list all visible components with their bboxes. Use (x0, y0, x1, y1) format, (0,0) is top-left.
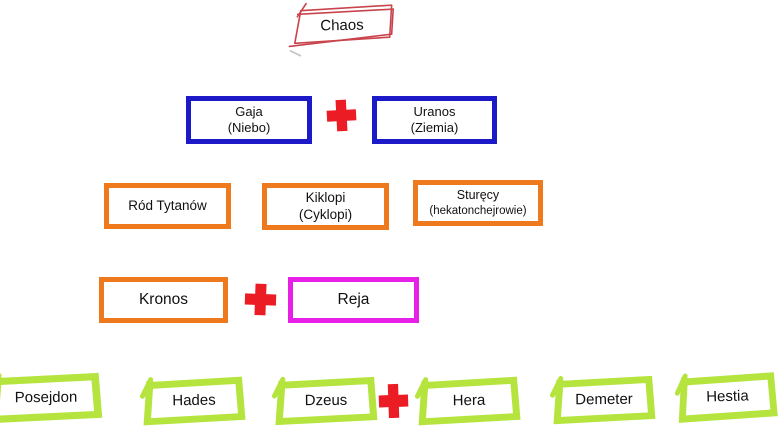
node-label: Chaos (320, 16, 364, 35)
node-hestia: Hestia (674, 372, 778, 424)
node-label: Uranos (413, 104, 456, 120)
marker-green-frame-icon (271, 376, 378, 426)
node-label: Kronos (138, 290, 189, 308)
node-label: Dzeus (304, 391, 348, 410)
union-cross-icon (325, 97, 358, 134)
node-label: Ród Tytanów (128, 197, 207, 213)
node-uranos: Uranos (Ziemia) (372, 96, 497, 144)
node-hera: Hera (414, 376, 523, 426)
marker-green-frame-icon (549, 375, 656, 425)
node-sublabel: (hekatonchejrowie) (429, 204, 527, 217)
node-label: Posejdon (14, 388, 78, 407)
node-label: Kiklopi (305, 190, 346, 206)
node-label: Reja (337, 290, 370, 308)
node-reja: Reja (288, 277, 419, 323)
node-kiklopi: Kiklopi (Cyklopi) (262, 183, 389, 230)
node-label: Hera (452, 391, 486, 410)
node-label: Sturęcy (456, 188, 500, 203)
marker-green-frame-icon (674, 372, 778, 423)
node-label: Demeter (575, 390, 633, 409)
node-sublabel: (Niebo) (227, 120, 271, 135)
marker-green-frame-icon (0, 372, 103, 424)
node-label: Hestia (706, 387, 749, 406)
sketchy-red-frame-icon (288, 2, 395, 57)
node-chaos: Chaos (286, 2, 399, 57)
node-dzeus: Dzeus (271, 376, 379, 426)
node-sturecy: Sturęcy (hekatonchejrowie) (413, 180, 543, 226)
node-hades: Hades (139, 376, 248, 426)
node-sublabel: (Cyklopi) (298, 206, 353, 222)
node-posejdon: Posejdon (0, 372, 104, 424)
node-kronos: Kronos (99, 277, 228, 323)
node-demeter: Demeter (549, 375, 657, 425)
marker-green-frame-icon (139, 376, 246, 426)
union-cross-icon (377, 381, 409, 420)
node-sublabel: (Ziemia) (410, 120, 459, 135)
marker-green-frame-icon (414, 376, 521, 426)
union-cross-icon (243, 281, 277, 317)
node-gaja: Gaja (Niebo) (186, 96, 312, 144)
node-label: Hades (172, 391, 216, 410)
node-rod-tytanow: Ród Tytanów (104, 183, 231, 229)
node-label: Gaja (235, 104, 263, 120)
